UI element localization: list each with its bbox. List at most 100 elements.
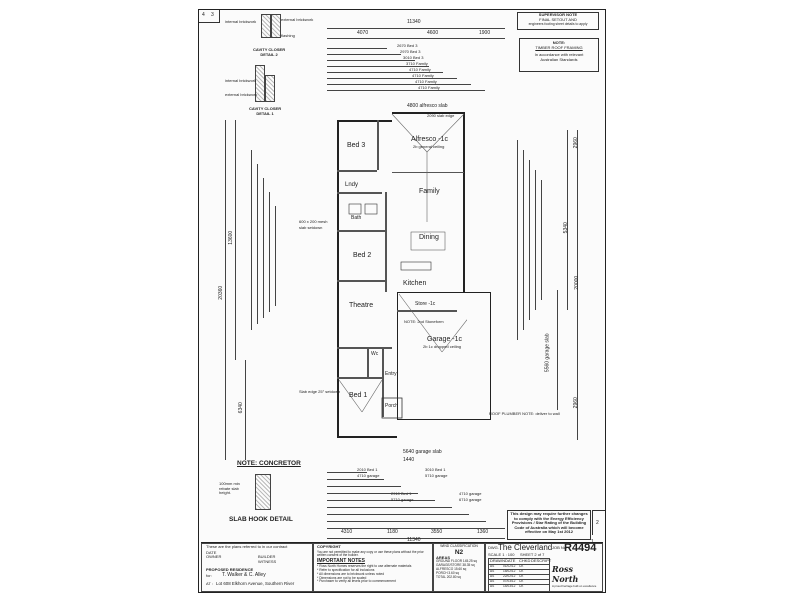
revision-cell: 07/03/12 bbox=[503, 579, 516, 583]
brickwork-hatch bbox=[255, 65, 265, 102]
area-row: GROUND FLOOR 145.25 sq bbox=[436, 559, 477, 564]
dim-line bbox=[327, 528, 505, 529]
wall-left bbox=[337, 120, 339, 438]
energy-efficiency-note: This design may require further changes … bbox=[507, 510, 591, 540]
owner-label: OWNER bbox=[206, 554, 222, 560]
dim-line bbox=[327, 514, 469, 515]
right-dim-2960: 2960 bbox=[572, 137, 579, 149]
wall-top-bed3 bbox=[337, 120, 392, 122]
right-dim-line bbox=[557, 290, 558, 410]
plan-note: Slab edge 25° setdown bbox=[299, 389, 341, 394]
right-dim-5340: 5340 bbox=[562, 222, 569, 234]
room-alfresco: Alfresco -1c bbox=[411, 136, 448, 143]
detail-label: internal brickwork bbox=[225, 78, 257, 83]
revision-cell: CK bbox=[519, 579, 524, 583]
contract-panel: These are the plans referred to in our c… bbox=[201, 543, 313, 592]
supervisor-note-line: engineers footing sheet details to apply bbox=[528, 22, 588, 27]
plan-note: 2090 slab edge bbox=[427, 113, 455, 118]
room-garage: Garage -1c bbox=[427, 336, 463, 343]
revision-cell: 22/02/12 bbox=[503, 574, 516, 578]
revision-cell: 14/03/12 bbox=[503, 584, 516, 588]
bottom-dim-row: 5710 garage bbox=[425, 473, 448, 478]
wall-entry bbox=[382, 347, 384, 417]
logo-tagline: A proud heritage built on excellence bbox=[552, 584, 597, 588]
for-label: for: bbox=[206, 573, 212, 578]
bottom-dim-row: 6710 garage bbox=[459, 497, 482, 502]
scale-text: SCALE 1 : 100 bbox=[488, 552, 515, 557]
room-wc: Wc bbox=[371, 351, 379, 357]
plan-note: slab setdown bbox=[299, 225, 323, 230]
detail-label: external brickwork bbox=[281, 17, 314, 22]
room-kitchen: Kitchen bbox=[403, 280, 427, 287]
rev-col-date: DATE bbox=[505, 558, 516, 563]
room-family: Family bbox=[419, 188, 440, 195]
wall-bottom bbox=[337, 436, 397, 438]
important-note: * Refer to specification for all inclusi… bbox=[317, 568, 375, 573]
top-dim-row: 4710 Family bbox=[418, 85, 440, 90]
dim-line bbox=[535, 170, 536, 310]
brickwork-hatch bbox=[265, 75, 275, 102]
wind-label: WIND CLASSIFICATION bbox=[440, 544, 478, 548]
wall-wc bbox=[367, 347, 369, 377]
room-alfresco-sub: 2b general ceiling bbox=[413, 144, 445, 149]
roof-note-line: In accordance with relevant bbox=[534, 52, 584, 58]
revision-cell: CK bbox=[519, 564, 524, 568]
area-row: GARAGE/STORE 38.35 sq bbox=[436, 563, 475, 568]
corner-number-2: 2 bbox=[596, 520, 599, 526]
top-dim-row: 2670 Bed 3 bbox=[397, 43, 418, 48]
room-porch: Porch bbox=[385, 403, 399, 409]
corner-mark-top-left: 4 3 bbox=[199, 10, 220, 23]
roof-note-title: NOTE: bbox=[552, 40, 566, 45]
at-label: AT : bbox=[206, 581, 213, 586]
left-dim-line bbox=[245, 360, 246, 460]
cavity-closer-detail-1: internal brickwork external brickwork CA… bbox=[223, 65, 283, 120]
wall-bath bbox=[337, 230, 385, 232]
dim-line bbox=[529, 160, 530, 320]
dwg-label: DWG. bbox=[488, 545, 499, 550]
copyright-title: COPYRIGHT bbox=[317, 544, 341, 549]
supervisor-note-line: FINAL SETOUT AND bbox=[539, 16, 577, 22]
left-dim-6340: 6340 bbox=[237, 402, 244, 414]
revision-cell: AS bbox=[490, 569, 495, 573]
detail-title: CAVITY CLOSER DETAIL 2 bbox=[253, 47, 286, 57]
brickwork-hatch bbox=[271, 14, 281, 38]
plan-note: 600 x 200 mesh bbox=[299, 219, 328, 224]
supervisor-note-box: SUPERVISOR NOTE FINAL SETOUT AND enginee… bbox=[517, 12, 599, 30]
revision-cell: AS bbox=[490, 574, 495, 578]
wind-value: N2 bbox=[454, 548, 464, 556]
rev-line bbox=[489, 569, 549, 570]
wall-top-alfresco bbox=[392, 112, 464, 114]
right-dim-line bbox=[577, 130, 578, 440]
dim-line bbox=[327, 72, 443, 73]
important-note: * Purchaser to verify all levels prior t… bbox=[317, 579, 396, 584]
detail-label: internal brickwork bbox=[225, 19, 257, 24]
roof-note-line: Australian Standards bbox=[540, 56, 578, 62]
witness-label: WITNESS bbox=[258, 559, 277, 564]
sheet-text: SHEET 2 of 7 bbox=[520, 552, 545, 557]
plan-note: ROOF PLUMBER NOTE: deliver to wall bbox=[489, 411, 560, 416]
rev-line bbox=[489, 564, 549, 565]
copyright-text: You are not permitted to make any copy o… bbox=[317, 549, 424, 558]
room-store: Store -1c bbox=[415, 301, 436, 307]
revision-cell: AS bbox=[490, 564, 495, 568]
logo-text: Ross North bbox=[552, 564, 579, 584]
plans-ref-text: These are the plans referred to in our c… bbox=[206, 544, 288, 549]
brickwork-hatch bbox=[261, 14, 271, 38]
dim-line bbox=[327, 521, 486, 522]
corner-number-3: 3 bbox=[211, 12, 214, 18]
wall-right-upper bbox=[463, 112, 465, 292]
garage-slab-dim: 5640 garage slab bbox=[403, 449, 442, 455]
top-dim-row: 3010 Bed 3 bbox=[403, 55, 424, 60]
wind-areas-panel: WIND CLASSIFICATION N2 AREAS GROUND FLOO… bbox=[433, 543, 485, 592]
wall-bed3 bbox=[337, 170, 377, 172]
rev-col-descript: DESCRIPT bbox=[531, 558, 552, 563]
title-block: These are the plans referred to in our c… bbox=[201, 542, 603, 592]
wall-bed1 bbox=[337, 377, 382, 379]
room-lndy: Lndy bbox=[345, 182, 359, 188]
dim-line bbox=[327, 28, 505, 29]
room-dining: Dining bbox=[419, 234, 439, 241]
important-note: * Dimensions are not to be scaled bbox=[317, 575, 367, 580]
room-garage-sub: 2b 1c dropped ceiling bbox=[423, 344, 462, 349]
top-dim-seg: 1900 bbox=[479, 30, 491, 36]
